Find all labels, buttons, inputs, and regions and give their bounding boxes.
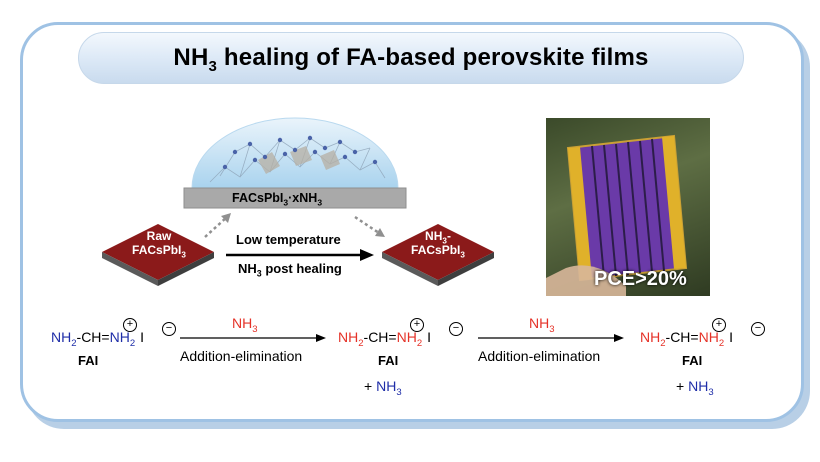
anion-charge-3: −	[751, 322, 765, 336]
page-title: NH3 healing of FA-based perovskite films	[173, 44, 649, 75]
title-banner: NH3 healing of FA-based perovskite films	[78, 32, 744, 84]
reagent-label-2: NH3	[529, 315, 555, 335]
lattice-atoms	[222, 135, 378, 170]
nh3-film-tile	[382, 224, 494, 286]
dome-label: FACsPbI3·xNH3	[232, 191, 323, 208]
raw-film-label: Raw FACsPbI3	[132, 229, 186, 260]
pce-caption: PCE>20%	[594, 268, 687, 290]
fai-label-3: FAI	[682, 353, 703, 368]
nh3-film-label: NH3- FACsPbI3	[411, 229, 465, 260]
dashed-arrows	[204, 213, 385, 238]
solar-cell-graphic	[546, 134, 688, 296]
anion-charge-1: −	[162, 322, 176, 336]
substrate-bar	[183, 187, 407, 209]
cation-charge-2: +	[410, 318, 424, 332]
solar-cell-photo: PCE>20%	[546, 118, 710, 296]
process-label-bottom: NH3 post healing	[238, 261, 342, 279]
dashed-arrow-down	[354, 215, 380, 235]
fai-label-1: FAI	[78, 353, 99, 368]
anion-charge-2: −	[449, 322, 463, 336]
cation-charge-3: +	[712, 318, 726, 332]
dashed-arrow-up	[204, 216, 228, 238]
cation-charge-1: +	[123, 318, 137, 332]
reagent-label-1: NH3	[232, 315, 258, 335]
dome-illustration	[183, 117, 407, 209]
process-label-top: Low temperature	[236, 232, 341, 247]
reaction-arrow-1	[180, 334, 326, 342]
byproduct-2: + NH3	[676, 378, 714, 398]
arrow-label-2: Addition-elimination	[478, 348, 601, 364]
reaction-arrow-2	[478, 334, 624, 342]
arrow-label-1: Addition-elimination	[180, 348, 303, 364]
fai-label-2: FAI	[378, 353, 399, 368]
process-arrow	[226, 249, 374, 261]
raw-film-tile	[102, 224, 214, 286]
byproduct-1: + NH3	[364, 378, 402, 398]
